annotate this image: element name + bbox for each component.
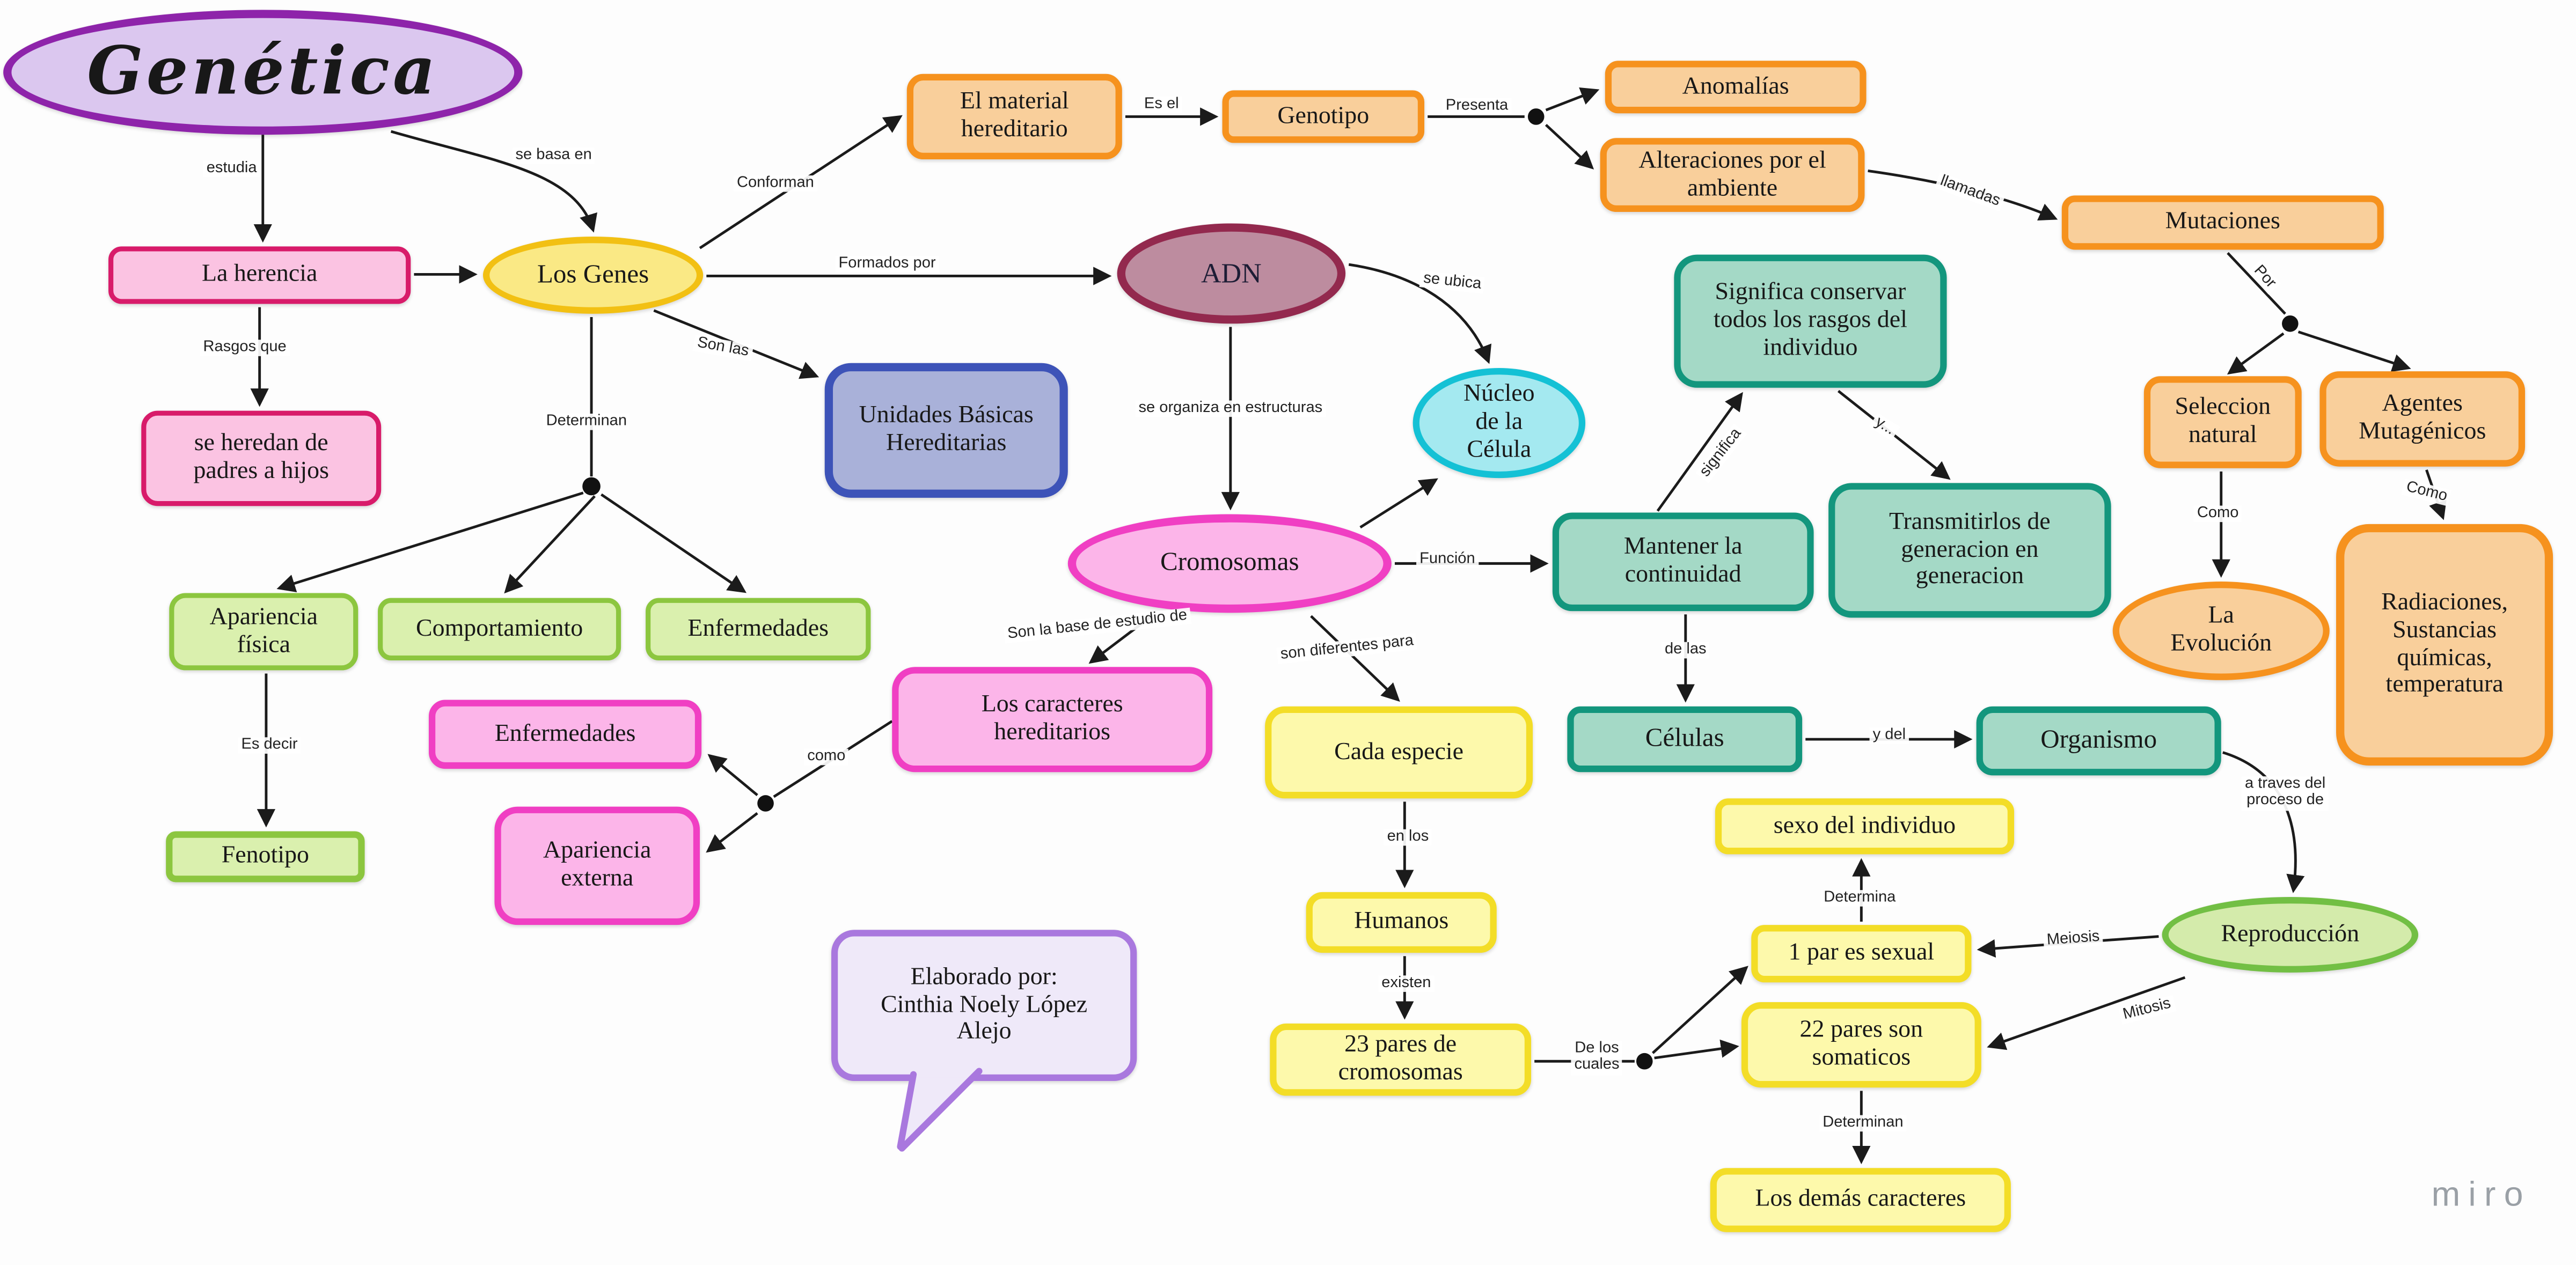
edge-label-de-las[interactable]: de las	[1661, 641, 1710, 659]
node-seleccion-natural[interactable]: Seleccion natural	[2143, 376, 2302, 468]
edge-label-determinan-somaticos[interactable]: Determinan	[1819, 1114, 1907, 1132]
node-mantener-la-continuidad[interactable]: Mantener la continuidad	[1552, 512, 1814, 612]
node-se-heredan-de-padres-a-hijos[interactable]: se heredan de padres a hijos	[141, 410, 382, 506]
node-organismo[interactable]: Organismo	[1976, 706, 2221, 776]
edge-label-existen[interactable]: existen	[1378, 974, 1435, 993]
edge-label-rasgos-que[interactable]: Rasgos que	[200, 338, 290, 357]
node-los-demas-caracteres[interactable]: Los demás caracteres	[1710, 1168, 2011, 1232]
node-sexo-del-individuo[interactable]: sexo del individuo	[1715, 798, 2015, 855]
edge-label-en-los[interactable]: en los	[1384, 828, 1432, 847]
node-cromosomas[interactable]: Cromosomas	[1067, 514, 1392, 613]
node-enfermedades-green[interactable]: Enfermedades	[646, 598, 871, 661]
author-speech-bubble[interactable]: Elaborado por: Cinthia Noely López Alejo	[831, 930, 1137, 1081]
edge-label-y-del[interactable]: y del	[1869, 726, 1909, 745]
edge-label-formados-por[interactable]: Formados por	[835, 254, 939, 274]
node-apariencia-externa[interactable]: Apariencia externa	[494, 806, 700, 925]
node-humanos[interactable]: Humanos	[1306, 892, 1497, 953]
edge-label-es-el[interactable]: Es el	[1140, 95, 1182, 114]
edge-label-como-caracteres[interactable]: como	[804, 747, 849, 766]
node-comportamiento[interactable]: Comportamiento	[378, 598, 621, 661]
node-genotipo[interactable]: Genotipo	[1222, 90, 1425, 143]
node-enfermedades-pink[interactable]: Enfermedades	[428, 700, 702, 769]
node-significa-conservar-rasgos[interactable]: Significa conservar todos los rasgos del…	[1674, 254, 1947, 388]
node-23-pares-de-cromosomas[interactable]: 23 pares de cromosomas	[1270, 1023, 1532, 1096]
edge-label-determinan-genes[interactable]: Determinan	[543, 412, 631, 431]
edge-label-conforman[interactable]: Conforman	[733, 174, 817, 193]
edge-label-funcion[interactable]: Función	[1416, 550, 1479, 569]
node-la-herencia[interactable]: La herencia	[108, 246, 411, 304]
node-mutaciones[interactable]: Mutaciones	[2061, 195, 2384, 250]
node-agentes-mutagenicos[interactable]: Agentes Mutagénicos	[2319, 371, 2526, 467]
node-fenotipo[interactable]: Fenotipo	[166, 831, 365, 882]
node-alteraciones-por-el-ambiente[interactable]: Alteraciones por el ambiente	[1600, 138, 1865, 212]
node-anomalias[interactable]: Anomalías	[1605, 61, 1867, 114]
edge-label-se-basa-en[interactable]: se basa en	[512, 146, 595, 165]
node-radiaciones-sustancias-quimicas-temperatura[interactable]: Radiaciones, Sustancias químicas, temper…	[2336, 524, 2553, 766]
edge-label-como-seleccion[interactable]: Como	[2193, 504, 2242, 523]
node-unidades-basicas-hereditarias[interactable]: Unidades Básicas Hereditarias	[824, 363, 1068, 498]
edge-label-presenta[interactable]: Presenta	[1442, 97, 1512, 116]
edge-label-es-decir[interactable]: Es decir	[238, 736, 301, 755]
node-22-pares-son-somaticos[interactable]: 22 pares son somaticos	[1741, 1002, 1981, 1088]
miro-logo[interactable]: miro	[2431, 1176, 2531, 1215]
node-transmitirlos-de-generacion[interactable]: Transmitirlos de generacion en generacio…	[1828, 483, 2111, 618]
node-celulas[interactable]: Células	[1567, 706, 1803, 773]
edge-label-se-organiza-en-estructuras[interactable]: se organiza en estructuras	[1135, 399, 1326, 418]
node-nucleo-de-la-celula[interactable]: Núcleo de la Célula	[1413, 367, 1586, 479]
edge-label-a-traves-del-proceso-de[interactable]: a traves del proceso de	[2241, 775, 2329, 811]
node-el-material-hereditario[interactable]: El material hereditario	[906, 73, 1122, 160]
node-cada-especie[interactable]: Cada especie	[1265, 706, 1533, 799]
node-los-caracteres-hereditarios[interactable]: Los caracteres hereditarios	[892, 667, 1213, 773]
edge-label-estudia[interactable]: estudia	[203, 159, 260, 178]
node-1-par-es-sexual[interactable]: 1 par es sexual	[1751, 925, 1972, 983]
edge-label-determina[interactable]: Determina	[1820, 888, 1899, 908]
edge-label-de-los-cuales[interactable]: De los cuales	[1571, 1040, 1623, 1076]
node-apariencia-fisica[interactable]: Apariencia física	[169, 593, 358, 671]
